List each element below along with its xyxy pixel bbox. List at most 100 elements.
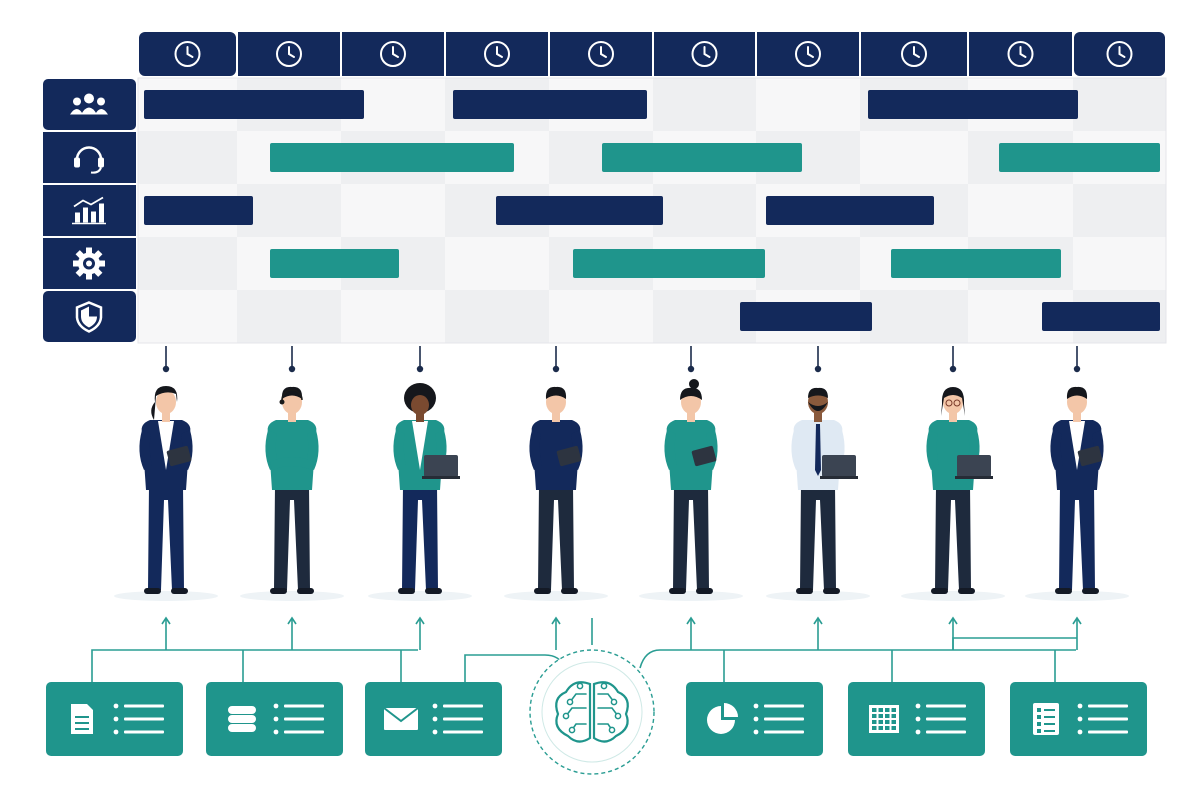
grid-cell <box>341 290 445 343</box>
clock-icon <box>276 41 302 67</box>
grid-cell <box>968 184 1073 237</box>
gear-icon <box>73 247 105 280</box>
person-5 <box>639 379 743 601</box>
data-flow-lines <box>91 616 1082 682</box>
headset-icon <box>74 146 104 174</box>
checklist-source <box>1010 682 1147 756</box>
tablet-icon <box>556 445 582 467</box>
time-column-5 <box>550 32 652 76</box>
grid-cell <box>653 290 756 343</box>
time-column-1 <box>139 32 236 76</box>
connector-pin <box>814 346 822 373</box>
flow-line <box>91 649 418 682</box>
database-source <box>206 682 343 756</box>
role-row-3 <box>43 185 136 236</box>
grid-cell <box>445 290 549 343</box>
grid-cell <box>756 237 860 290</box>
clock-icon <box>795 41 821 67</box>
shift-bar <box>496 196 663 225</box>
person-4 <box>504 386 608 601</box>
connector-pin <box>1073 346 1081 373</box>
shift-bar <box>868 90 1078 119</box>
brain-icon <box>529 649 655 775</box>
grid-cell <box>653 184 756 237</box>
grid-cell <box>860 131 968 184</box>
role-row-1 <box>43 79 136 130</box>
connector-pin <box>416 346 424 373</box>
shift-bar <box>891 249 1061 278</box>
shift-bar <box>999 143 1160 172</box>
grid-cell <box>237 184 341 237</box>
shift-bar <box>270 143 514 172</box>
data-sources <box>46 682 1147 756</box>
role-icon-column <box>43 79 136 342</box>
grid-cell <box>341 184 445 237</box>
shift-bar <box>740 302 872 331</box>
clock-icon <box>901 41 927 67</box>
grid-cell <box>1073 237 1166 290</box>
pie-chart-source <box>686 682 823 756</box>
person-8 <box>1025 386 1129 601</box>
clock-icon <box>1007 41 1034 67</box>
person-1 <box>114 386 218 601</box>
connector-pin <box>687 346 695 373</box>
flow-line <box>952 637 1077 650</box>
connector-pin <box>949 346 957 373</box>
team-members <box>114 379 1129 601</box>
pie-chart-icon <box>707 703 738 734</box>
time-column-8 <box>861 32 967 76</box>
grid-cell <box>549 290 653 343</box>
connector-pin <box>552 346 560 373</box>
time-column-2 <box>238 32 340 76</box>
team-icon <box>70 93 108 115</box>
shift-bar <box>144 196 253 225</box>
person-6 <box>766 387 870 601</box>
time-column-3 <box>342 32 444 76</box>
time-column-4 <box>446 32 548 76</box>
time-column-6 <box>654 32 755 76</box>
time-column-10 <box>1074 32 1165 76</box>
person-7 <box>901 387 1005 601</box>
assignment-connectors <box>162 346 1081 373</box>
clock-icon <box>380 41 406 67</box>
grid-cell <box>653 78 756 131</box>
grid-cell <box>138 290 237 343</box>
shift-bar <box>453 90 647 119</box>
timeline-header <box>139 32 1165 76</box>
checklist-icon <box>1033 703 1059 735</box>
role-row-4 <box>43 238 136 289</box>
clock-icon <box>588 41 614 67</box>
spreadsheet-icon <box>869 705 899 733</box>
tablet-icon <box>1077 445 1103 467</box>
role-row-5 <box>43 291 136 342</box>
grid-cell <box>138 237 237 290</box>
clock-icon <box>691 41 718 67</box>
time-column-7 <box>757 32 859 76</box>
shield-icon <box>75 301 103 333</box>
laptop-icon <box>820 455 858 479</box>
shift-bar <box>1042 302 1160 331</box>
role-row-2 <box>43 132 136 183</box>
laptop-icon <box>422 455 460 479</box>
clock-icon <box>1106 41 1133 67</box>
shift-bar <box>602 143 802 172</box>
tablet-icon <box>166 445 192 467</box>
document-icon <box>71 704 93 734</box>
grid-cell <box>1073 184 1166 237</box>
grid-cell <box>237 290 341 343</box>
database-icon <box>228 706 256 732</box>
grid-cell <box>138 131 237 184</box>
email-source <box>365 682 502 756</box>
grid-cell <box>445 237 549 290</box>
shift-bar <box>144 90 364 119</box>
shift-bar <box>270 249 399 278</box>
clock-icon <box>484 41 510 67</box>
shift-bar <box>766 196 934 225</box>
flow-line <box>639 649 1076 669</box>
clock-icon <box>174 41 201 67</box>
bar-chart-icon <box>72 196 106 225</box>
connector-pin <box>288 346 296 373</box>
document-source <box>46 682 183 756</box>
headset-icon <box>279 389 303 405</box>
